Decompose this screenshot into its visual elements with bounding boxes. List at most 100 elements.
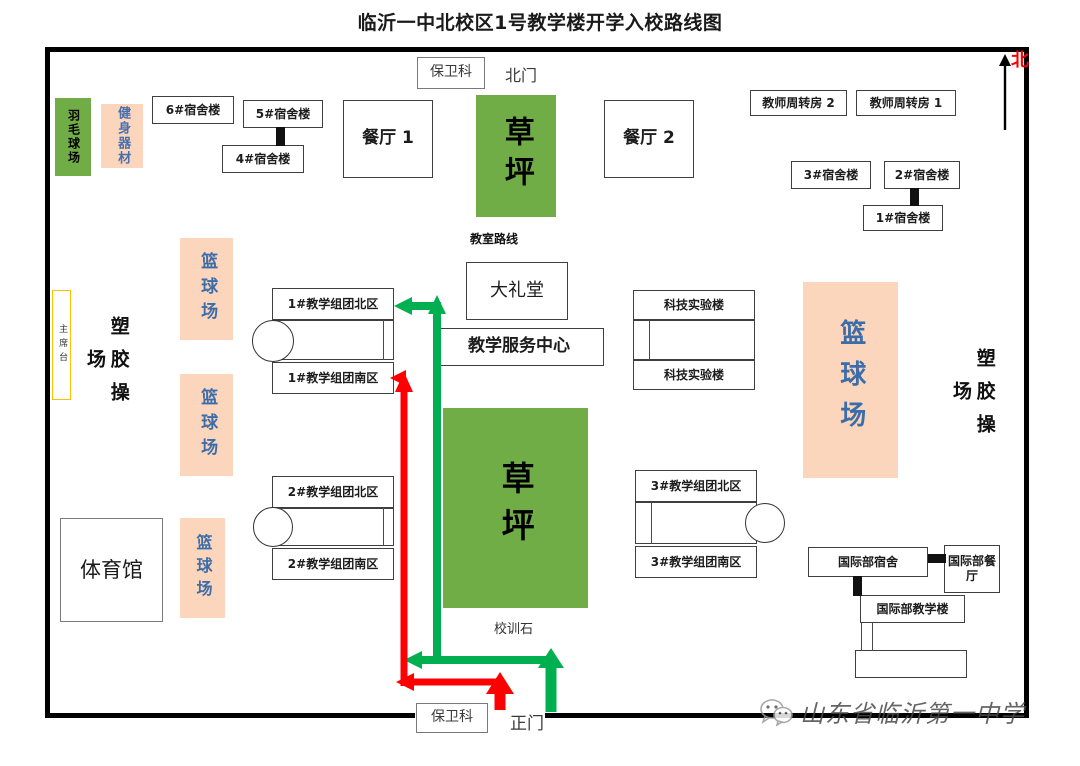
fitness-equipment-block: 健身器材 bbox=[101, 104, 143, 168]
teaching-2-rotunda bbox=[253, 507, 293, 547]
page-title: 临沂一中北校区1号教学楼开学入校路线图 bbox=[357, 12, 723, 34]
canteen-2-label: 餐厅 2 bbox=[623, 128, 675, 149]
intl-annex-building bbox=[855, 650, 967, 678]
watermark: 山东省临沂第一中学 bbox=[760, 694, 1025, 729]
teacher-housing-1-building: 教师周转房 1 bbox=[856, 90, 956, 116]
basketball-court-3-block: 篮球场 bbox=[180, 518, 225, 618]
security-office-south-label: 保卫科 bbox=[431, 709, 473, 726]
teacher-housing-2-label: 教师周转房 2 bbox=[762, 95, 835, 110]
teaching-2-south-label: 2#教学组团南区 bbox=[287, 556, 379, 571]
auditorium-building: 大礼堂 bbox=[466, 262, 568, 320]
basketball-court-east-block: 篮球场 bbox=[803, 282, 898, 478]
intl-teaching-label: 国际部教学楼 bbox=[876, 601, 949, 616]
track-field-east-label-block: 塑胶操场 bbox=[950, 335, 996, 460]
watermark-text: 山东省临沂第一中学 bbox=[800, 700, 1025, 728]
dorm-2-building: 2#宿舍楼 bbox=[884, 161, 960, 189]
gymnasium-label: 体育馆 bbox=[80, 557, 143, 582]
teaching-3-corridor bbox=[635, 502, 757, 544]
dorm-2-label: 2#宿舍楼 bbox=[894, 167, 950, 182]
intl-teaching-building: 国际部教学楼 bbox=[860, 595, 965, 623]
north-arrow-icon bbox=[999, 54, 1011, 130]
badminton-court-label: 羽毛球场 bbox=[66, 109, 81, 165]
basketball-court-2-block: 篮球场 bbox=[180, 374, 233, 476]
lawn-north-block: 草坪 bbox=[476, 95, 556, 217]
north-direction-label: 北 bbox=[1011, 50, 1029, 71]
teaching-2-north-label: 2#教学组团北区 bbox=[287, 484, 379, 499]
intl-dorm-canteen-connector bbox=[928, 554, 946, 563]
teaching-2-south-building: 2#教学组团南区 bbox=[272, 548, 394, 580]
basketball-court-1-block: 篮球场 bbox=[180, 238, 233, 340]
track-field-west-label: 塑胶操场 bbox=[84, 315, 130, 415]
teacher-housing-2-building: 教师周转房 2 bbox=[750, 90, 847, 116]
canteen-2-building: 餐厅 2 bbox=[604, 100, 694, 178]
dorm-5-building: 5#宿舍楼 bbox=[243, 100, 323, 128]
science-lab-south-label: 科技实验楼 bbox=[663, 367, 724, 382]
dorm-5-4-connector bbox=[276, 127, 285, 146]
fitness-equipment-label: 健身器材 bbox=[115, 106, 131, 166]
teaching-3-south-label: 3#教学组团南区 bbox=[650, 554, 742, 569]
science-lab-north-label: 科技实验楼 bbox=[663, 297, 724, 312]
teaching-2-north-building: 2#教学组团北区 bbox=[272, 476, 394, 508]
lawn-center-label: 草坪 bbox=[496, 461, 536, 555]
north-gate-label: 北门 bbox=[505, 66, 538, 85]
science-lab-corridor bbox=[633, 320, 755, 360]
intl-canteen-building: 国际部餐厅 bbox=[944, 545, 1000, 593]
basketball-court-1-label: 篮球场 bbox=[197, 251, 218, 327]
teaching-3-south-building: 3#教学组团南区 bbox=[635, 546, 757, 578]
canteen-1-building: 餐厅 1 bbox=[343, 100, 433, 178]
badminton-court-block: 羽毛球场 bbox=[55, 98, 91, 176]
teaching-1-south-label: 1#教学组团南区 bbox=[287, 370, 379, 385]
teacher-housing-1-label: 教师周转房 1 bbox=[869, 95, 943, 110]
basketball-court-3-label: 篮球场 bbox=[193, 533, 213, 603]
classroom-route-label: 教室路线 bbox=[470, 232, 519, 246]
dorm-3-building: 3#宿舍楼 bbox=[791, 161, 871, 189]
intl-dorm-teaching-connector bbox=[853, 576, 862, 596]
science-lab-corridor-divider bbox=[649, 320, 650, 360]
dorm-1-building: 1#宿舍楼 bbox=[863, 205, 943, 231]
teaching-1-rotunda bbox=[252, 320, 294, 362]
podium-block: 主席台 bbox=[52, 290, 71, 400]
teaching-2-corridor-divider bbox=[383, 508, 384, 546]
security-office-north: 保卫科 bbox=[417, 57, 485, 89]
intl-teaching-annex-connector bbox=[861, 623, 862, 651]
teaching-1-south-building: 1#教学组团南区 bbox=[272, 362, 394, 394]
dorm-4-label: 4#宿舍楼 bbox=[235, 151, 291, 166]
wechat-logo-icon bbox=[760, 698, 793, 727]
track-field-east-label: 塑胶操场 bbox=[950, 348, 996, 447]
canteen-1-label: 餐厅 1 bbox=[362, 128, 414, 149]
security-office-north-label: 保卫科 bbox=[430, 64, 472, 81]
security-office-south: 保卫科 bbox=[416, 703, 488, 733]
teaching-3-north-building: 3#教学组团北区 bbox=[635, 470, 757, 502]
teaching-service-center-building: 教学服务中心 bbox=[434, 328, 604, 366]
intl-canteen-label: 国际部餐厅 bbox=[947, 554, 996, 583]
motto-stone-label: 校训石 bbox=[494, 622, 534, 637]
track-field-west-label-block: 塑胶操场 bbox=[84, 300, 130, 430]
lawn-center-block: 草坪 bbox=[443, 408, 588, 608]
lawn-north-label: 草坪 bbox=[498, 116, 534, 196]
teaching-3-rotunda bbox=[745, 503, 785, 543]
teaching-3-north-label: 3#教学组团北区 bbox=[650, 478, 742, 493]
intl-dorm-label: 国际部宿舍 bbox=[837, 554, 898, 569]
dorm-6-building: 6#宿舍楼 bbox=[152, 96, 234, 124]
basketball-court-2-label: 篮球场 bbox=[197, 387, 218, 463]
intl-dorm-building: 国际部宿舍 bbox=[808, 547, 928, 577]
teaching-1-north-building: 1#教学组团北区 bbox=[272, 288, 394, 320]
dorm-5-label: 5#宿舍楼 bbox=[255, 106, 311, 121]
dorm-1-label: 1#宿舍楼 bbox=[875, 210, 931, 225]
dorm-6-label: 6#宿舍楼 bbox=[165, 102, 221, 117]
science-lab-south-building: 科技实验楼 bbox=[633, 360, 755, 390]
basketball-court-east-label: 篮球场 bbox=[835, 318, 866, 442]
teaching-1-corridor-divider bbox=[383, 320, 384, 360]
podium-label: 主席台 bbox=[57, 324, 68, 366]
science-lab-north-building: 科技实验楼 bbox=[633, 290, 755, 320]
auditorium-label: 大礼堂 bbox=[490, 279, 544, 301]
dorm-2-1-connector bbox=[910, 188, 919, 206]
intl-teaching-annex-connector-2 bbox=[872, 623, 873, 651]
teaching-1-north-label: 1#教学组团北区 bbox=[287, 296, 379, 311]
dorm-4-building: 4#宿舍楼 bbox=[222, 145, 304, 173]
teaching-3-corridor-divider bbox=[651, 502, 652, 544]
gymnasium-building: 体育馆 bbox=[60, 518, 163, 622]
dorm-3-label: 3#宿舍楼 bbox=[803, 167, 859, 182]
main-gate-label: 正门 bbox=[510, 714, 544, 734]
